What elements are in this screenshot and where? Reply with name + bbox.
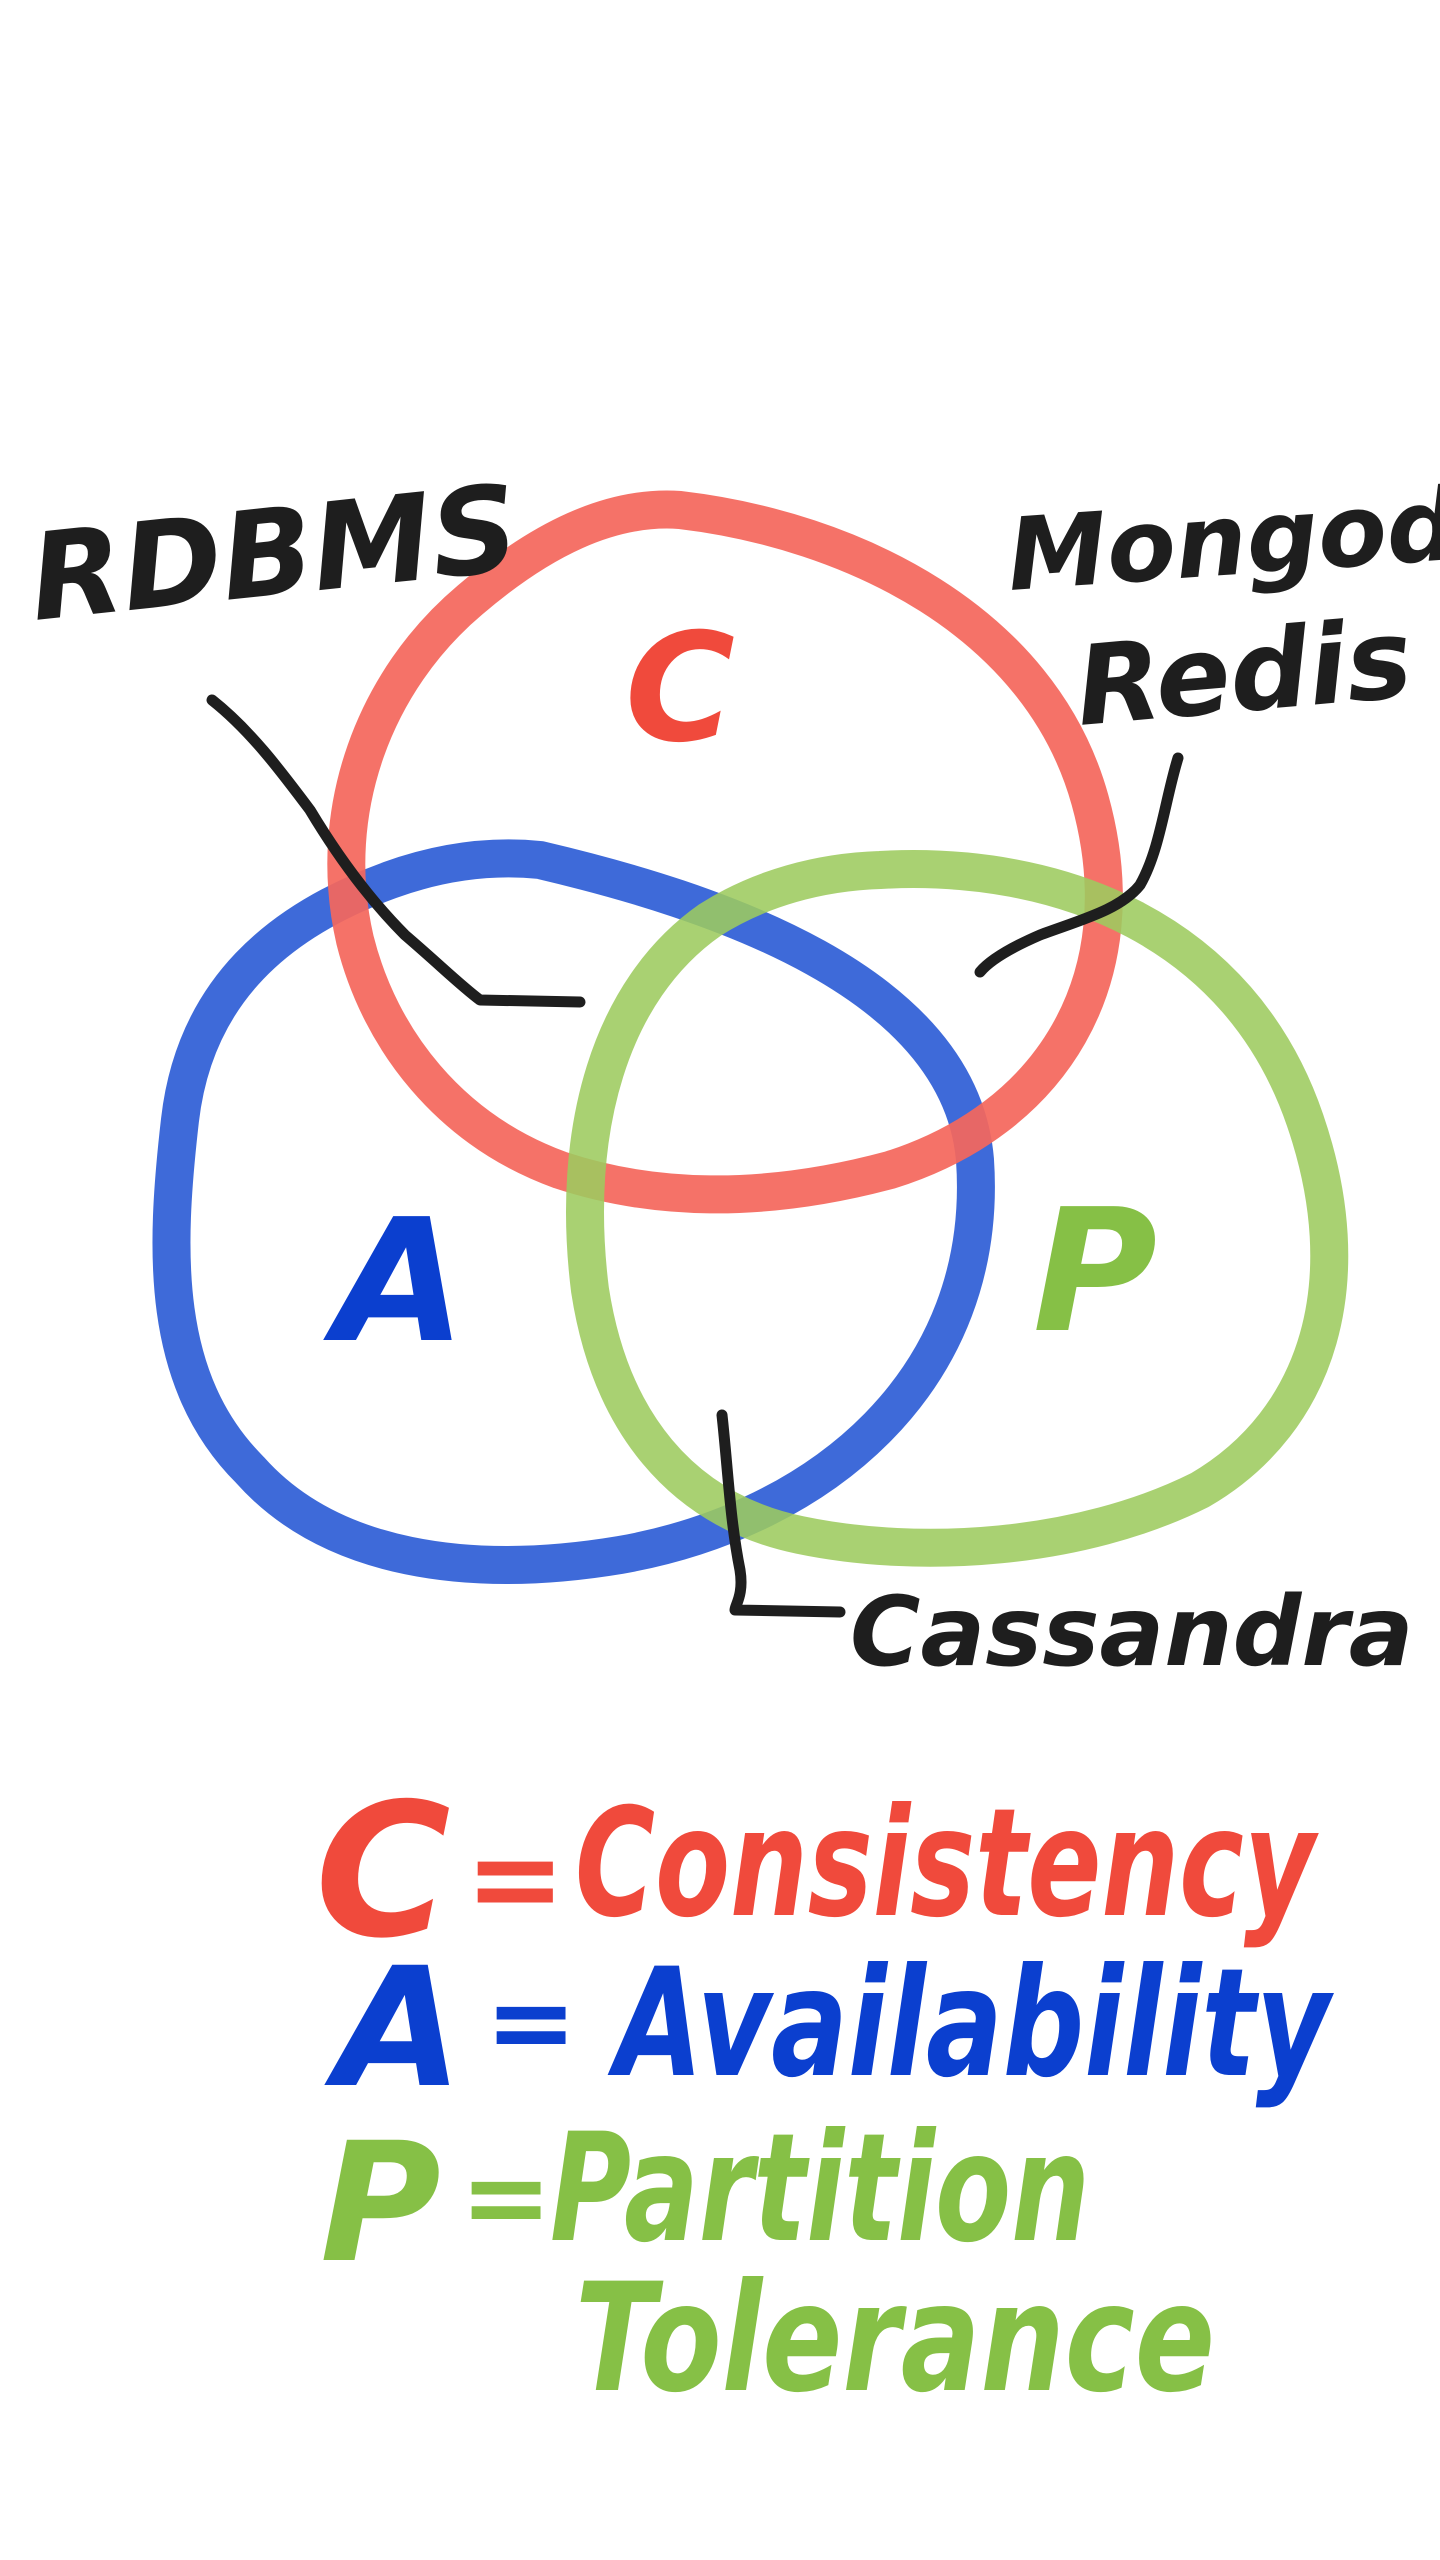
legend-c-key: C bbox=[315, 1763, 451, 1979]
legend-p-term-line1: Partition bbox=[550, 2102, 1090, 2276]
c-circle-label: C bbox=[625, 602, 735, 776]
legend-a-equals: = bbox=[485, 1958, 577, 2086]
consistency-circle bbox=[327, 490, 1123, 1214]
partition-circle bbox=[566, 850, 1349, 1567]
availability-circle bbox=[152, 839, 995, 1584]
mongodb-label: Mongodb bbox=[1004, 461, 1440, 614]
a-circle-label: A bbox=[322, 1183, 466, 1381]
p-circle-label: P bbox=[1033, 1173, 1158, 1371]
legend-partition: P = Partition Tolerance bbox=[320, 2102, 1215, 2426]
legend-availability: A = Availability bbox=[324, 1932, 1335, 2124]
legend-a-term: Availability bbox=[607, 1937, 1334, 2111]
legend-consistency: C = Consistency bbox=[315, 1763, 1320, 1979]
legend-c-term: Consistency bbox=[575, 1777, 1320, 1951]
rdbms-pointer-line bbox=[206, 694, 586, 1008]
legend-a-key: A bbox=[324, 1932, 463, 2124]
redis-label: Redis bbox=[1071, 594, 1417, 751]
mongodb-redis-pointer-line bbox=[974, 752, 1184, 978]
legend-c-equals: = bbox=[465, 1810, 566, 1949]
legend-p-equals: = bbox=[460, 2133, 552, 2261]
cassandra-pointer-line bbox=[716, 1409, 846, 1618]
legend-p-term-line2: Tolerance bbox=[575, 2252, 1215, 2426]
legend-p-key: P bbox=[320, 2107, 441, 2299]
cassandra-label: Cassandra bbox=[850, 1576, 1413, 1688]
